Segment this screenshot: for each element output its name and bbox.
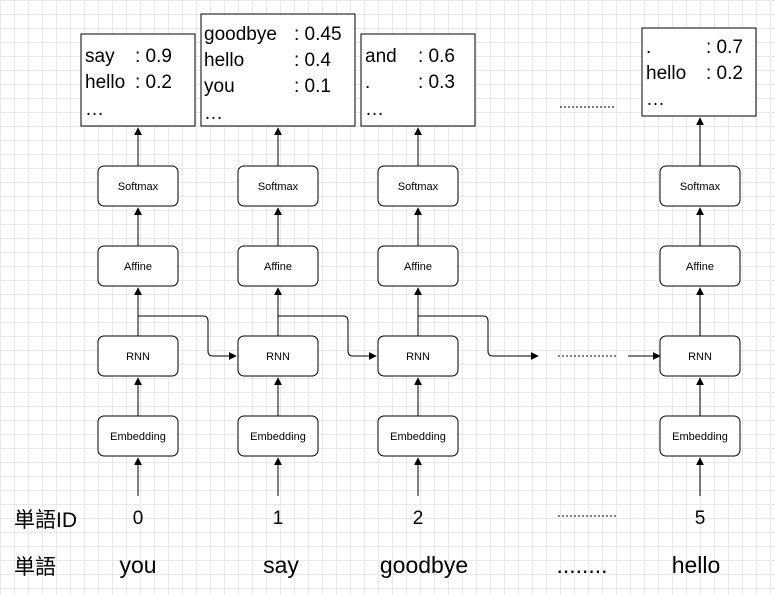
prediction-box-2 — [360, 33, 476, 127]
arrow-hidden-state — [278, 315, 377, 360]
prediction-token: hello — [85, 72, 125, 93]
prediction-prob: : 0.4 — [294, 50, 331, 71]
embedding-label: Embedding — [390, 431, 446, 443]
word-id: 1 — [273, 508, 284, 529]
word-id: 0 — [133, 508, 144, 529]
prediction-ellipsis: … — [85, 99, 104, 120]
column-step-0: say : 0.9 hello : 0.2 … Softmax Affine R… — [80, 33, 237, 578]
prediction-prob: : 0.2 — [706, 63, 743, 84]
softmax-label: Softmax — [118, 181, 159, 193]
row-label-word-id: 単語ID — [14, 509, 77, 532]
rnn-label: RNN — [688, 351, 712, 363]
embedding-label: Embedding — [250, 431, 306, 443]
arrow-hidden-state — [138, 315, 237, 360]
softmax-label: Softmax — [258, 181, 299, 193]
prediction-prob: : 0.9 — [135, 46, 172, 67]
embedding-label: Embedding — [672, 431, 728, 443]
prediction-prob: : 0.45 — [294, 24, 342, 45]
prediction-token: hello — [204, 50, 244, 71]
prediction-prob: : 0.1 — [294, 76, 331, 97]
prediction-prob: : 0.3 — [418, 72, 455, 93]
prediction-prob: : 0.2 — [135, 72, 172, 93]
prediction-token: . — [646, 37, 651, 58]
column-step-5: . : 0.7 hello : 0.2 … Softmax Affine RNN… — [641, 27, 757, 578]
rnn-label: RNN — [406, 351, 430, 363]
arrow-hidden-state — [418, 315, 539, 360]
rnn-label: RNN — [126, 351, 150, 363]
softmax-label: Softmax — [398, 181, 439, 193]
column-step-1: goodbye : 0.45 hello : 0.4 you : 0.1 … S… — [200, 13, 377, 578]
continuation: ........ — [556, 106, 661, 578]
prediction-ellipsis: … — [365, 99, 384, 120]
prediction-prob: : 0.6 — [418, 46, 455, 67]
affine-label: Affine — [404, 261, 432, 273]
prediction-token: say — [85, 46, 115, 67]
prediction-token: and — [365, 46, 397, 67]
affine-label: Affine — [264, 261, 292, 273]
word: say — [263, 552, 299, 578]
softmax-label: Softmax — [680, 181, 721, 193]
prediction-token: . — [365, 72, 370, 93]
embedding-label: Embedding — [110, 431, 166, 443]
rnn-label: RNN — [266, 351, 290, 363]
prediction-box-0 — [80, 33, 196, 127]
row-label-word: 単語 — [14, 556, 56, 579]
affine-label: Affine — [124, 261, 152, 273]
prediction-token: you — [204, 76, 235, 97]
word-id: 5 — [695, 508, 706, 529]
column-step-2: and : 0.6 . : 0.3 … Softmax Affine RNN E… — [360, 33, 539, 578]
prediction-box-3 — [641, 27, 757, 117]
prediction-box-1 — [200, 13, 356, 127]
prediction-token: hello — [646, 63, 686, 84]
affine-label: Affine — [686, 261, 714, 273]
word-id: 2 — [413, 508, 424, 529]
prediction-token: goodbye — [204, 24, 277, 45]
word: goodbye — [380, 552, 468, 578]
word: hello — [672, 552, 721, 578]
continuation-ellipsis-word: ........ — [556, 552, 607, 578]
prediction-prob: : 0.7 — [706, 37, 743, 58]
prediction-ellipsis: … — [646, 89, 665, 110]
word: you — [119, 552, 156, 578]
prediction-ellipsis: … — [204, 103, 223, 124]
